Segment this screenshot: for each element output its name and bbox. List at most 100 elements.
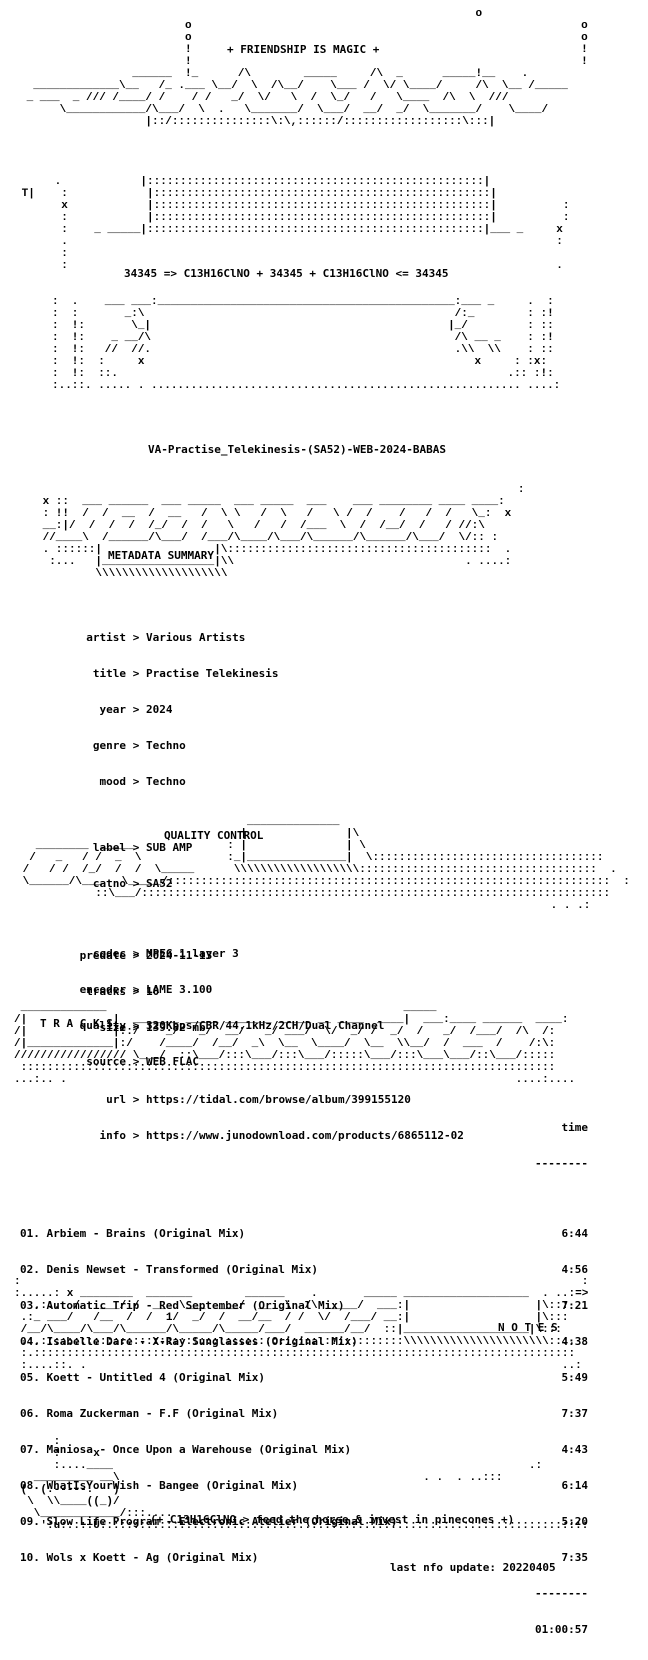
metadata-row: label>SUB AMP	[0, 842, 464, 854]
quality-value: LAME 3.100	[146, 983, 213, 996]
track-time: 5:49	[561, 1371, 589, 1384]
banner-art-top: o o o o o	[26, 8, 588, 128]
footer-motto: (+ C13H16ClNO > feed the horse & invest …	[150, 1513, 515, 1526]
quality-value: MPEG 1 layer 3	[146, 947, 239, 960]
tracklist-header: time	[20, 1122, 589, 1134]
quality-value: WEB FLAC	[146, 1055, 199, 1068]
track-name: 05. Koett - Untitled 4 (Original Mix)	[20, 1371, 266, 1384]
metadata-value: Practise Telekinesis	[146, 667, 279, 680]
metadata-value: 10	[146, 985, 160, 998]
metadata-key: catno	[92, 877, 126, 890]
track-name: 03. Automatic Trip - Red September (Orig…	[20, 1299, 345, 1312]
track-time: 4:56	[561, 1263, 589, 1276]
metadata-row: mood>Techno	[0, 776, 464, 788]
footer-art: : : x :....____ .: _________ __\ . . . .…	[20, 1436, 589, 1532]
track-time: 6:44	[561, 1227, 589, 1240]
track-time: 5:20	[561, 1515, 589, 1528]
track-name: 09. Slow Life Program - Electronic Ateli…	[20, 1515, 398, 1528]
track-name: 10. Wols x Koett - Ag (Original Mix)	[20, 1551, 259, 1564]
metadata-row: url>https://tidal.com/browse/album/39915…	[0, 1094, 464, 1106]
metadata-value: 139.82 mb	[146, 1021, 206, 1034]
metadata-list: artist>Various Artists title>Practise Te…	[0, 608, 464, 1166]
metadata-url-value[interactable]: https://tidal.com/browse/album/399155120	[146, 1093, 411, 1106]
metadata-row: predate>2024-11-13	[0, 950, 464, 962]
quality-logo-art: ______________ | |\ ________ _____ : | |…	[22, 816, 630, 912]
track-name: 07. Maniosa - Once Upon a Warehouse (Ori…	[20, 1443, 352, 1456]
metadata-key: label	[92, 841, 126, 854]
notes-section-title: N O T E S	[498, 1321, 558, 1334]
metadata-value: 2024	[146, 703, 173, 716]
track-time: 7:21	[561, 1299, 589, 1312]
metadata-row: artist>Various Artists	[0, 632, 464, 644]
tracklist-total-divider: --------	[535, 1587, 588, 1600]
banner-tagline: + FRIENDSHIP IS MAGIC +	[227, 43, 380, 56]
track-row: 01. Arbiem - Brains (Original Mix) 6:44	[20, 1228, 588, 1240]
tracklist: time -------- 01. Arbiem - Brains (Origi…	[20, 1098, 588, 1660]
quality-key: encoder	[79, 983, 126, 996]
track-row: 08. WhatIsYourWish - Bangee (Original Mi…	[20, 1480, 588, 1492]
metadata-key: mood	[99, 775, 127, 788]
metadata-row: genre>Techno	[0, 740, 464, 752]
track-row: 04. Isabelle Dare - X-Ray Sunglasses (Or…	[20, 1336, 588, 1348]
track-name: 02. Denis Newset - Transformed (Original…	[20, 1263, 319, 1276]
metadata-value: SUB AMP	[146, 841, 193, 854]
quality-value: 320Kbps/CBR/44.1kHz/2CH/Dual Channel	[146, 1019, 385, 1032]
quality-list: codec>MPEG 1 layer 3 encoder>LAME 3.100 …	[0, 924, 385, 1092]
track-time: 4:38	[561, 1335, 589, 1348]
quality-row: source>WEB FLAC	[0, 1056, 384, 1068]
notes-logo-art: : : :.....: x ________ _______ ______ . …	[14, 1276, 589, 1372]
track-row: 06. Roma Zuckerman - F.F (Original Mix) 7…	[20, 1408, 588, 1420]
metadata-logo-art: : x :: ___ ______ ___ _____ ___ _____ __…	[42, 484, 525, 580]
nfo-document: o o o o o	[0, 8, 630, 1636]
metadata-value: Various Artists	[146, 631, 246, 644]
quality-key: codec	[92, 947, 126, 960]
metadata-row: info>https://www.junodownload.com/produc…	[0, 1130, 464, 1142]
metadata-key: predate	[79, 949, 126, 962]
metadata-row: title>Practise Telekinesis	[0, 668, 464, 680]
castle-art: . |:::::::::::::::::::::::::::::::::::::…	[21, 176, 570, 272]
track-name: 08. WhatIsYourWish - Bangee (Original Mi…	[20, 1479, 299, 1492]
quality-key: source	[86, 1055, 126, 1068]
metadata-key: year	[99, 703, 127, 716]
track-name: 06. Roma Zuckerman - F.F (Original Mix)	[20, 1407, 279, 1420]
metadata-row: catno>SA52	[0, 878, 464, 890]
quality-row: quality>320Kbps/CBR/44.1kHz/2CH/Dual Cha…	[0, 1019, 385, 1032]
metadata-value: Techno	[146, 739, 186, 752]
track-row: 03. Automatic Trip - Red September (Orig…	[20, 1300, 588, 1312]
track-time: 4:43	[561, 1443, 589, 1456]
track-time: 7:37	[561, 1407, 589, 1420]
quality-row: codec>MPEG 1 layer 3	[0, 948, 384, 960]
metadata-key: info	[99, 1129, 127, 1142]
metadata-key: artist	[86, 631, 126, 644]
metadata-value: Techno	[146, 775, 186, 788]
tracks-section-title: T R A C K S	[40, 1017, 113, 1030]
metadata-row: tracks>10	[0, 986, 464, 998]
track-time: 6:14	[561, 1479, 589, 1492]
track-time: 7:35	[561, 1551, 589, 1564]
metadata-info-value[interactable]: https://www.junodownload.com/products/68…	[146, 1129, 464, 1142]
total-time: 01:00:57	[535, 1623, 588, 1636]
metadata-key: title	[92, 667, 126, 680]
last-update: last nfo update: 20220405	[390, 1561, 556, 1574]
metadata-key: tracks	[86, 985, 126, 998]
track-row: 05. Koett - Untitled 4 (Original Mix) 5:4…	[20, 1372, 588, 1384]
metadata-section-title: METADATA SUMMARY	[108, 549, 214, 562]
formula-line: 34345 => C13H16ClNO + 34345 + C13H16ClNO…	[124, 267, 449, 280]
track-name: 01. Arbiem - Brains (Original Mix)	[20, 1227, 246, 1240]
metadata-key: size	[99, 1021, 127, 1034]
metadata-value: SA52	[146, 877, 173, 890]
track-row: 07. Maniosa - Once Upon a Warehouse (Ori…	[20, 1444, 588, 1456]
release-name: VA-Practise_Telekinesis-(SA52)-WEB-2024-…	[148, 443, 447, 456]
metadata-key: genre	[92, 739, 126, 752]
bridge-art: : . ___ ___:____________________________…	[52, 296, 561, 392]
tracklist-total-row: 01:00:57	[20, 1624, 588, 1636]
tracklist-header-divider: --------	[535, 1157, 588, 1170]
track-name: 04. Isabelle Dare - X-Ray Sunglasses (Or…	[20, 1335, 358, 1348]
track-row: 10. Wols x Koett - Ag (Original Mix) 7:35	[20, 1552, 588, 1564]
metadata-row: size>139.82 mb	[0, 1022, 464, 1034]
track-row: 02. Denis Newset - Transformed (Original…	[20, 1264, 588, 1276]
metadata-key: url	[106, 1093, 126, 1106]
metadata-row: year>2024	[0, 704, 464, 716]
quality-row: encoder>LAME 3.100	[0, 984, 384, 996]
quality-key: quality	[79, 1019, 126, 1032]
